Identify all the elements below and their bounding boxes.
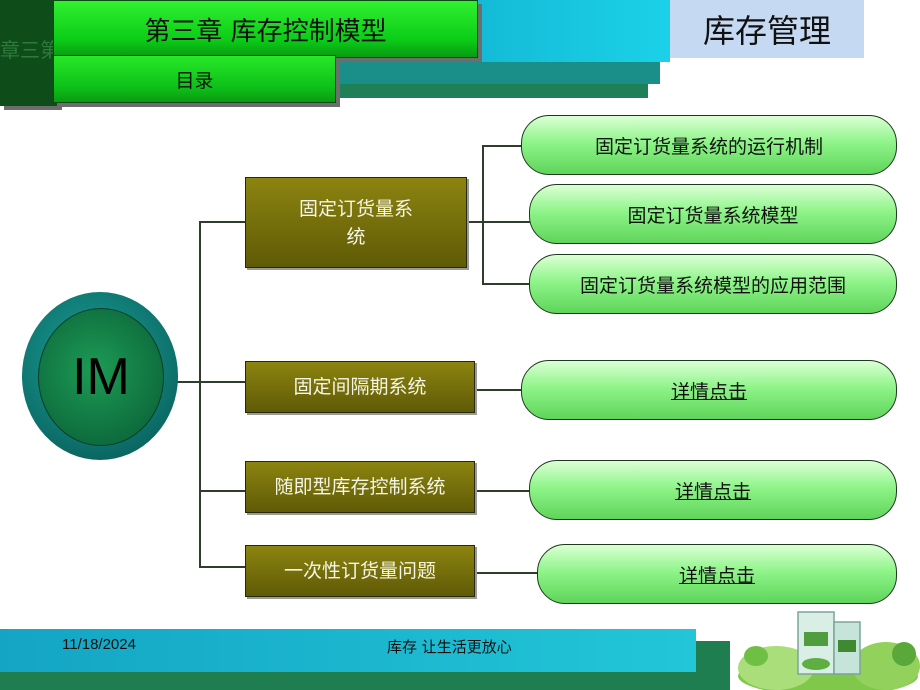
header-side-block	[0, 0, 58, 106]
branch-one-time-order-problem[interactable]: 一次性订货量问题	[245, 545, 475, 597]
connector-line	[199, 381, 245, 383]
connector-line	[475, 389, 522, 391]
connector-line	[482, 145, 522, 147]
pill-application-scope[interactable]: 固定订货量系统模型的应用范围	[529, 254, 897, 314]
toc-label[interactable]: 目录	[53, 55, 336, 103]
footer-accent-block	[696, 641, 730, 672]
connector-line	[482, 283, 530, 285]
pill-operation-mechanism[interactable]: 固定订货量系统的运行机制	[521, 115, 897, 175]
branch-fixed-quantity-system[interactable]: 固定订货量系统	[245, 177, 467, 268]
connector-line	[467, 221, 484, 223]
connector-line	[475, 490, 530, 492]
pill-system-model[interactable]: 固定订货量系统模型	[529, 184, 897, 244]
branch-fixed-interval-system[interactable]: 固定间隔期系统	[245, 361, 475, 413]
connector-line	[475, 572, 538, 574]
footer-slogan: 库存 让生活更放心	[387, 638, 512, 656]
connector-line	[199, 221, 245, 223]
connector-line	[199, 566, 245, 568]
header-accent-bar-2	[330, 62, 660, 84]
footer-accent-bar	[0, 672, 730, 690]
details-link-one-time-order[interactable]: 详情点击	[537, 544, 897, 604]
details-link-label[interactable]: 详情点击	[670, 380, 747, 403]
footer-bar	[0, 629, 696, 672]
header-side-text: 章三第	[0, 38, 60, 62]
details-link-label[interactable]: 详情点击	[678, 564, 755, 587]
chapter-title: 第三章 库存控制模型	[53, 0, 478, 58]
branch-random-inventory-system[interactable]: 随即型库存控制系统	[245, 461, 475, 513]
connector-line	[176, 381, 201, 383]
details-link-random-system[interactable]: 详情点击	[529, 460, 897, 520]
footer-date: 11/18/2024	[62, 636, 136, 653]
im-circle: IM	[38, 308, 164, 446]
connector-line	[482, 221, 530, 223]
details-link-label[interactable]: 详情点击	[674, 480, 751, 503]
header-accent-bar-3	[330, 84, 648, 98]
connector-line	[199, 221, 201, 568]
connector-line	[482, 145, 484, 284]
connector-line	[199, 490, 245, 492]
section-title: 库存管理	[670, 0, 864, 58]
greenhouse-plant-image	[738, 611, 920, 690]
details-link-fixed-interval[interactable]: 详情点击	[521, 360, 897, 420]
